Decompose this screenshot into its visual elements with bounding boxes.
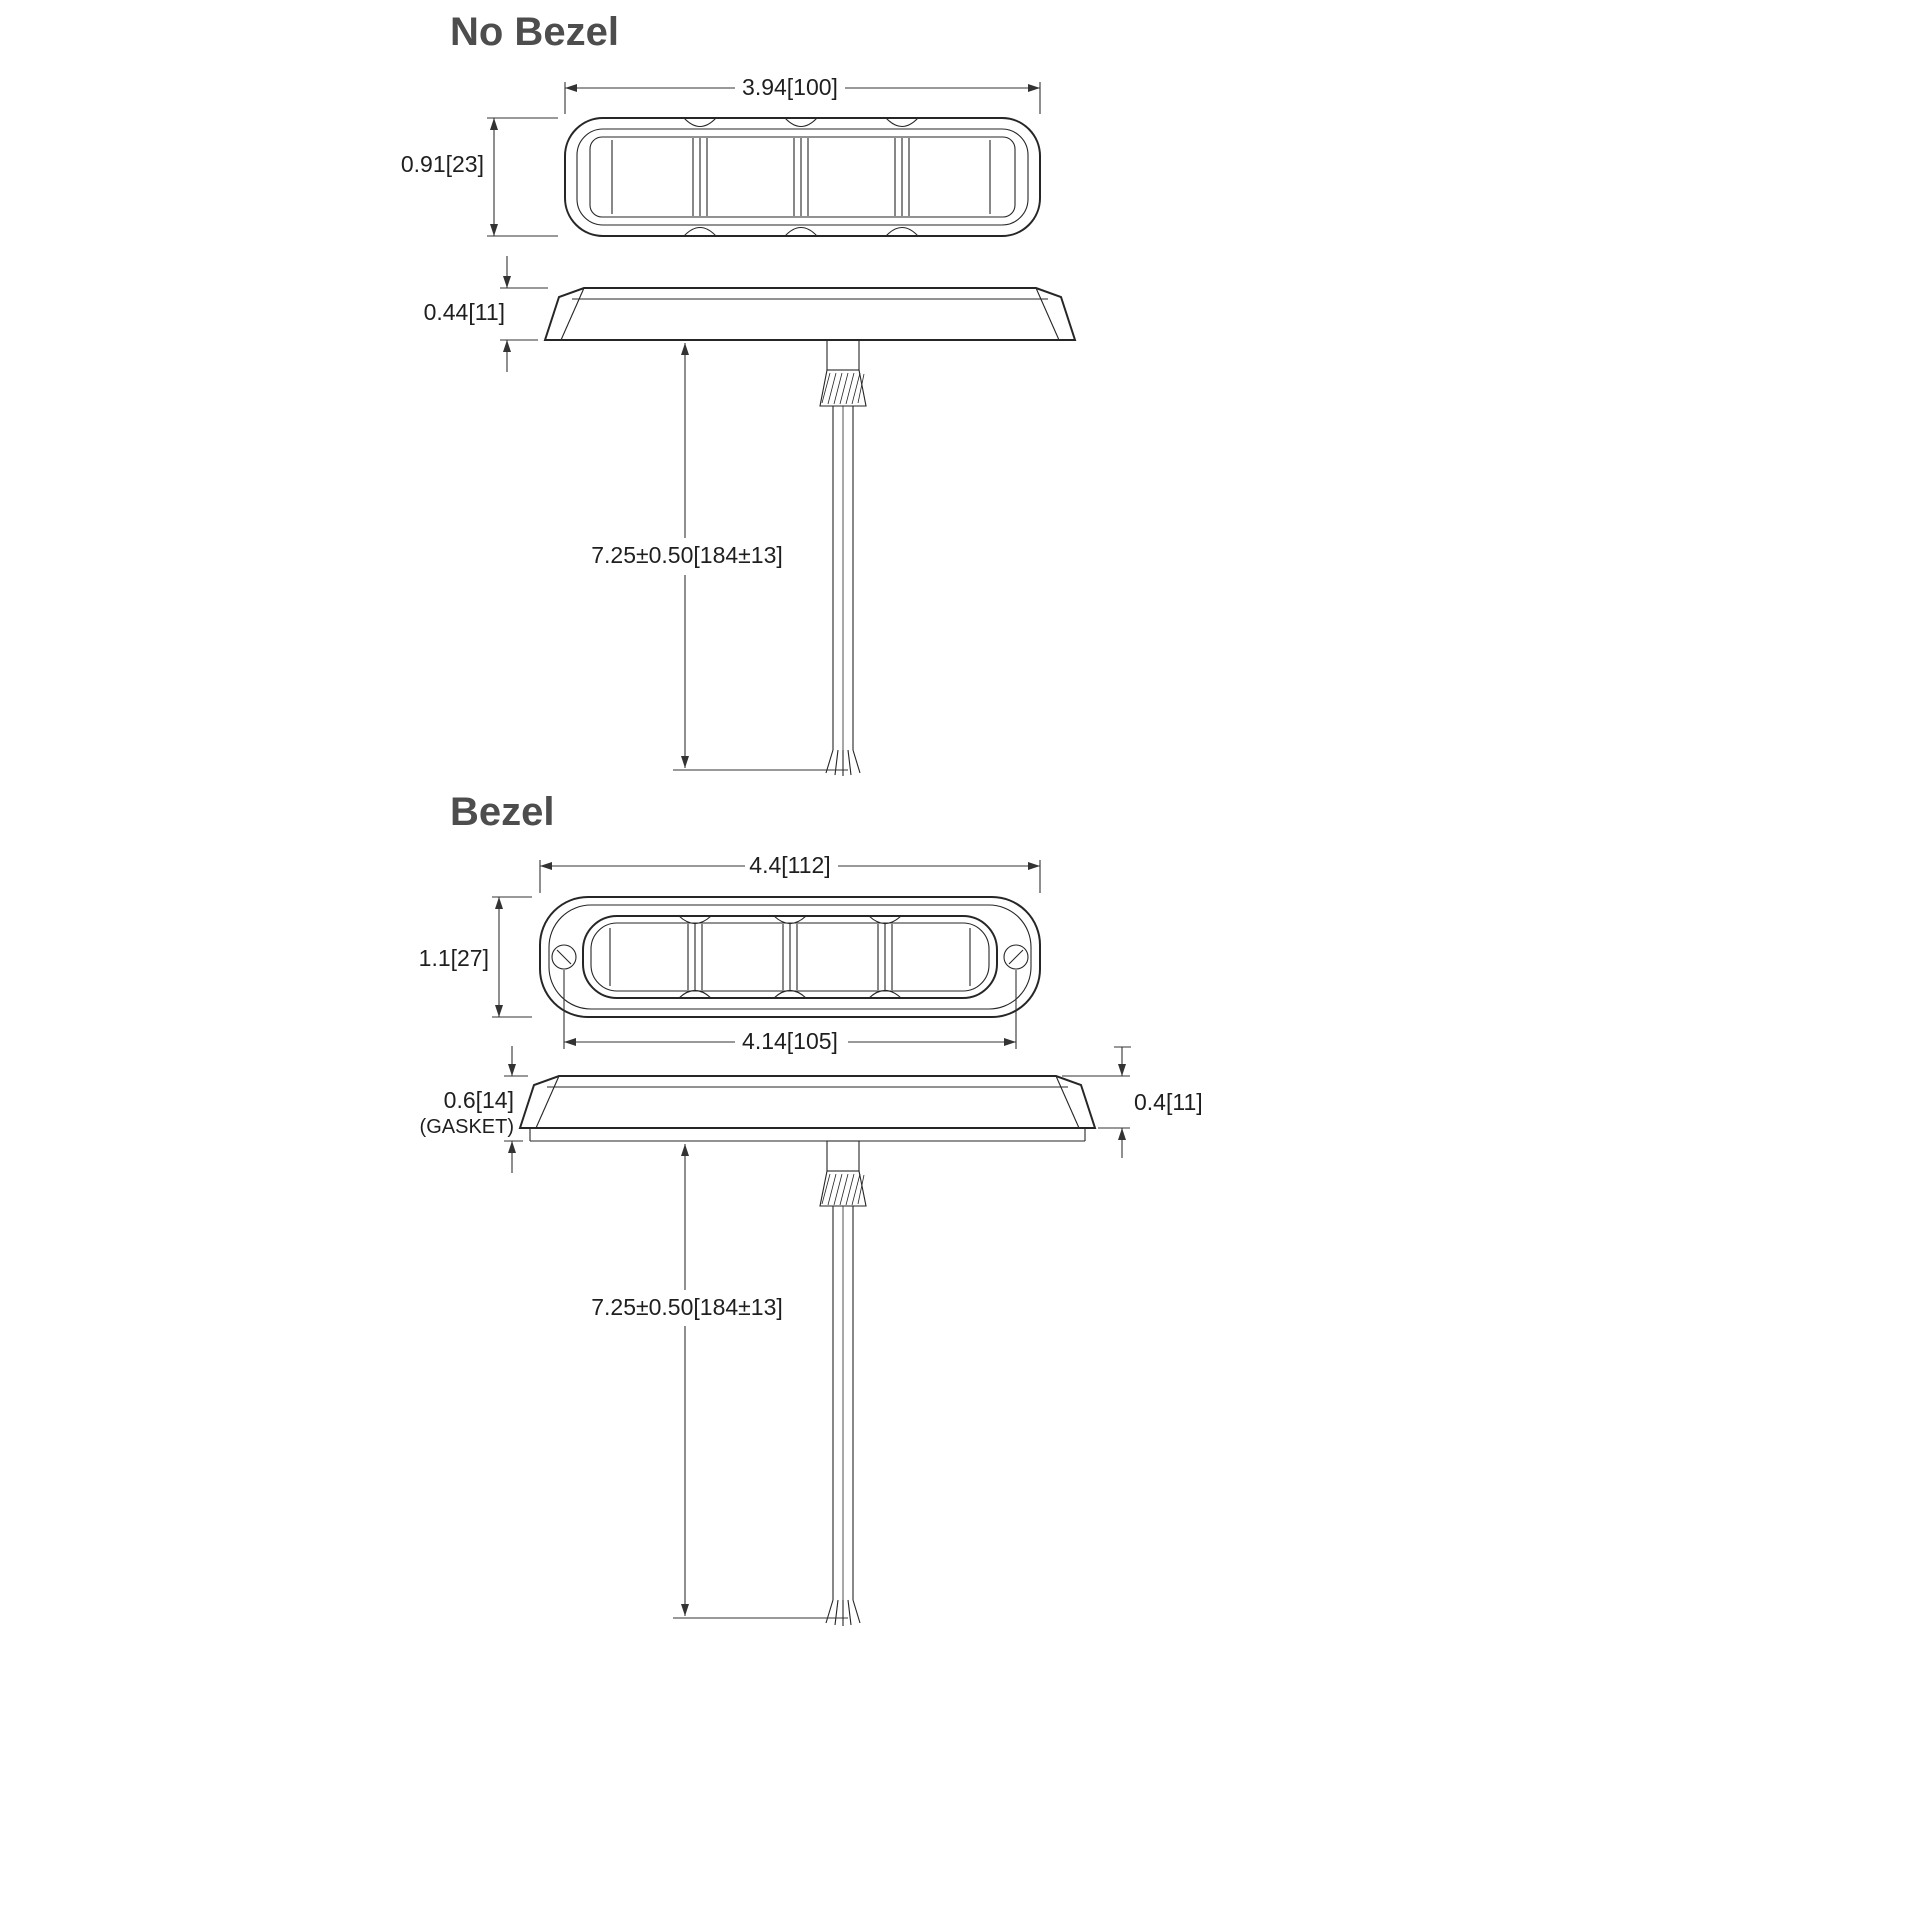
- bezel-mounting-label: 4.14[105]: [742, 1028, 838, 1054]
- bezel-thickness-dimension: 0.4[11]: [1062, 1046, 1203, 1158]
- bezel-gasket-dimension: 0.6[14] (GASKET): [420, 1046, 528, 1173]
- lens-segment-dividers-bezel: [609, 924, 971, 990]
- no-bezel-thickness-label: 0.44[11]: [424, 299, 505, 325]
- no-bezel-height-label: 0.91[23]: [401, 151, 484, 177]
- no-bezel-wire: [819, 339, 867, 776]
- bezel-thickness-label: 0.4[11]: [1134, 1089, 1203, 1115]
- no-bezel-front-view: [564, 117, 1041, 237]
- bezel-gasket-thickness-label: 0.6[14]: [444, 1087, 514, 1113]
- bezel-title: Bezel: [450, 790, 555, 834]
- no-bezel-section: No Bezel 3.94[100] 0.91[23]: [401, 10, 1077, 776]
- no-bezel-width-label: 3.94[100]: [742, 74, 838, 100]
- bezel-gasket-text-label: (GASKET): [420, 1116, 514, 1138]
- bezel-height-dimension: 1.1[27]: [419, 896, 532, 1018]
- wire-frayed-ends: [825, 749, 861, 776]
- mounting-screws: [551, 944, 1029, 970]
- lens-segment-dividers: [611, 138, 991, 216]
- bezel-side-view: [518, 1075, 1097, 1142]
- no-bezel-width-dimension: 3.94[100]: [564, 74, 1041, 114]
- no-bezel-wire-dimension: 7.25±0.50[184±13]: [591, 343, 848, 771]
- bezel-mounting-dimension: 4.14[105]: [563, 970, 1017, 1054]
- bezel-front-view: [539, 896, 1041, 1018]
- bezel-wire-dimension: 7.25±0.50[184±13]: [591, 1144, 848, 1619]
- housing-scallops: [683, 117, 919, 237]
- no-bezel-wire-label: 7.25±0.50[184±13]: [591, 542, 783, 568]
- wire-hatch: [821, 372, 865, 405]
- bezel-section: Bezel 4.4[112] 1.1[27]: [419, 790, 1203, 1626]
- lens-scallops-bezel: [678, 915, 902, 999]
- wire-hatch-bezel: [821, 1173, 865, 1206]
- bezel-wire-label: 7.25±0.50[184±13]: [591, 1294, 783, 1320]
- bezel-height-label: 1.1[27]: [419, 945, 489, 971]
- no-bezel-side-view: [543, 287, 1077, 341]
- wire-frayed-ends-bezel: [825, 1599, 861, 1626]
- gasket-layer: [529, 1128, 1086, 1142]
- no-bezel-thickness-dimension: 0.44[11]: [424, 256, 548, 372]
- no-bezel-height-dimension: 0.91[23]: [401, 117, 558, 237]
- bezel-wire: [819, 1140, 867, 1626]
- no-bezel-title: No Bezel: [450, 10, 619, 54]
- bezel-width-dimension: 4.4[112]: [539, 852, 1041, 893]
- bezel-width-label: 4.4[112]: [749, 852, 830, 878]
